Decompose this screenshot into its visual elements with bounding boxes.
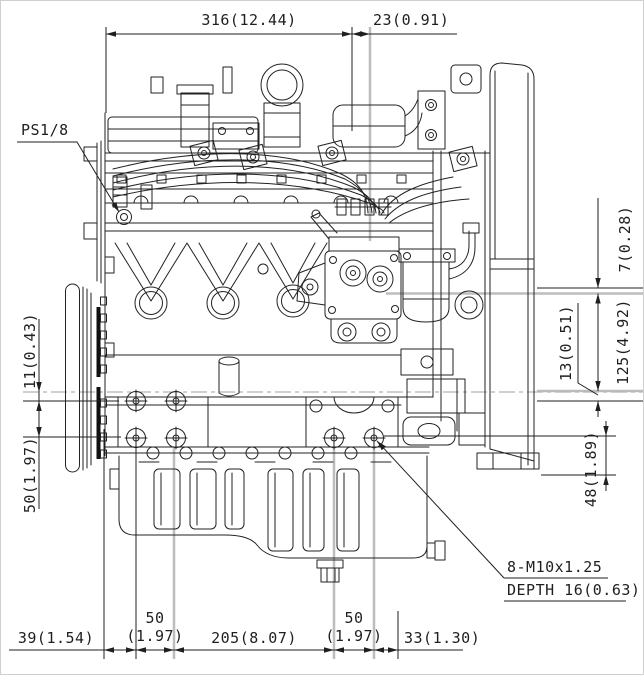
dim-bottom-33: 33(1.30) bbox=[404, 629, 481, 647]
dim-top-offset: 23(0.91) bbox=[373, 11, 450, 29]
bolt-note-line2: DEPTH 16(0.63) bbox=[507, 581, 641, 599]
bolt-note-leader bbox=[376, 440, 505, 579]
dim-left-upper: 11(0.43) bbox=[21, 312, 39, 390]
dim-right-13: 13(0.51) bbox=[557, 304, 575, 382]
extension-highlight-lines bbox=[172, 27, 643, 659]
dimension-arrows bbox=[36, 31, 609, 653]
port-label: PS1/8 bbox=[21, 121, 69, 139]
dim-bottom-pitch-left: 50 (1.97) bbox=[126, 609, 184, 645]
dim-bottom-39: 39(1.54) bbox=[17, 629, 95, 647]
ps-port-hole bbox=[116, 209, 132, 225]
bolt-note-line1: 8-M10x1.25 bbox=[507, 558, 603, 576]
mount-bolts bbox=[124, 389, 386, 450]
dim-bottom-205: 205(8.07) bbox=[211, 629, 297, 647]
dimension-lines bbox=[9, 27, 643, 659]
dim-left-lower: 50(1.97) bbox=[21, 436, 39, 514]
dim-right-48: 48(1.89) bbox=[582, 430, 600, 508]
dim-right-7: 7(0.28) bbox=[616, 205, 634, 273]
ps-port-leader bbox=[17, 141, 120, 213]
dim-bottom-pitch-right: 50 (1.97) bbox=[325, 609, 383, 645]
dim-right-125: 125(4.92) bbox=[614, 299, 632, 385]
engine-body bbox=[65, 62, 540, 583]
dim-top-width: 316(12.44) bbox=[201, 11, 297, 29]
dim-13-leader bbox=[577, 303, 599, 396]
